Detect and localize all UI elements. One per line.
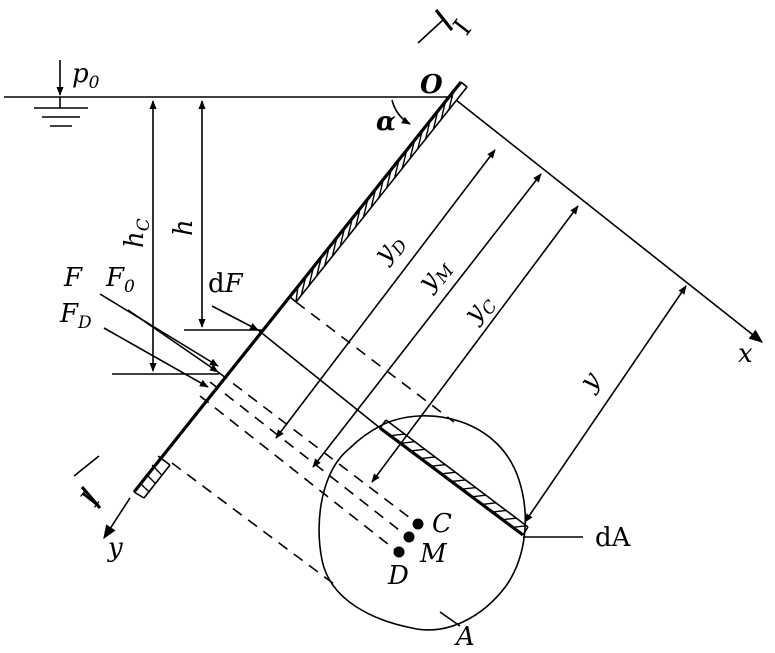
M-projection-line	[209, 381, 409, 538]
label-h: h	[169, 219, 199, 236]
yD-dimension-line	[275, 149, 496, 439]
label-I-top: I	[448, 15, 478, 42]
label-y-axis: y	[107, 533, 123, 563]
lower-edge-projection	[171, 462, 335, 585]
centroid-point-C	[412, 518, 424, 530]
section-mark-bottom	[73, 455, 102, 510]
point-M	[403, 531, 415, 543]
label-F0: F0	[105, 263, 135, 297]
label-dF: dF	[208, 269, 244, 299]
label-M: M	[419, 539, 448, 569]
dF-arrow	[211, 305, 259, 331]
water-surface-symbol	[34, 97, 88, 127]
y-dimension-line	[524, 285, 687, 523]
label-FD: FD	[59, 299, 92, 333]
label-yD: yD	[367, 227, 412, 271]
label-y-dimension: y	[573, 366, 606, 397]
F-arrow	[99, 293, 219, 367]
section-mark-top	[417, 9, 454, 44]
yM-dimension-line	[312, 173, 542, 468]
C-projection-line	[217, 371, 419, 525]
label-F: F	[63, 263, 83, 293]
F0-arrow	[127, 309, 219, 373]
label-x-axis: x	[738, 339, 753, 369]
elemental-strip-dA	[379, 419, 529, 537]
pressure-center-point-D	[393, 546, 405, 558]
label-I-bottom: I	[76, 487, 106, 514]
hatched-wall-lower	[133, 455, 171, 499]
A-leader-line	[439, 611, 461, 627]
label-O: O	[420, 70, 443, 100]
y-axis-arrow	[103, 497, 131, 540]
yC-dimension-line	[371, 205, 579, 483]
alpha-angle-arc	[391, 99, 411, 125]
label-A: A	[454, 622, 475, 652]
label-D: D	[387, 561, 409, 591]
label-yM: yM	[411, 252, 459, 299]
dA-projection-line	[257, 329, 381, 429]
label-alpha: α	[376, 107, 396, 137]
label-hC: hC	[120, 218, 154, 248]
label-yC: yC	[457, 288, 501, 332]
label-C: C	[432, 509, 452, 539]
FD-arrow	[103, 327, 209, 388]
x-axis-line	[455, 99, 764, 343]
label-dA: dA	[595, 523, 632, 553]
inclined-plate-line	[132, 81, 463, 493]
D-projection-line	[199, 395, 399, 553]
label-p0: p0	[72, 59, 100, 93]
